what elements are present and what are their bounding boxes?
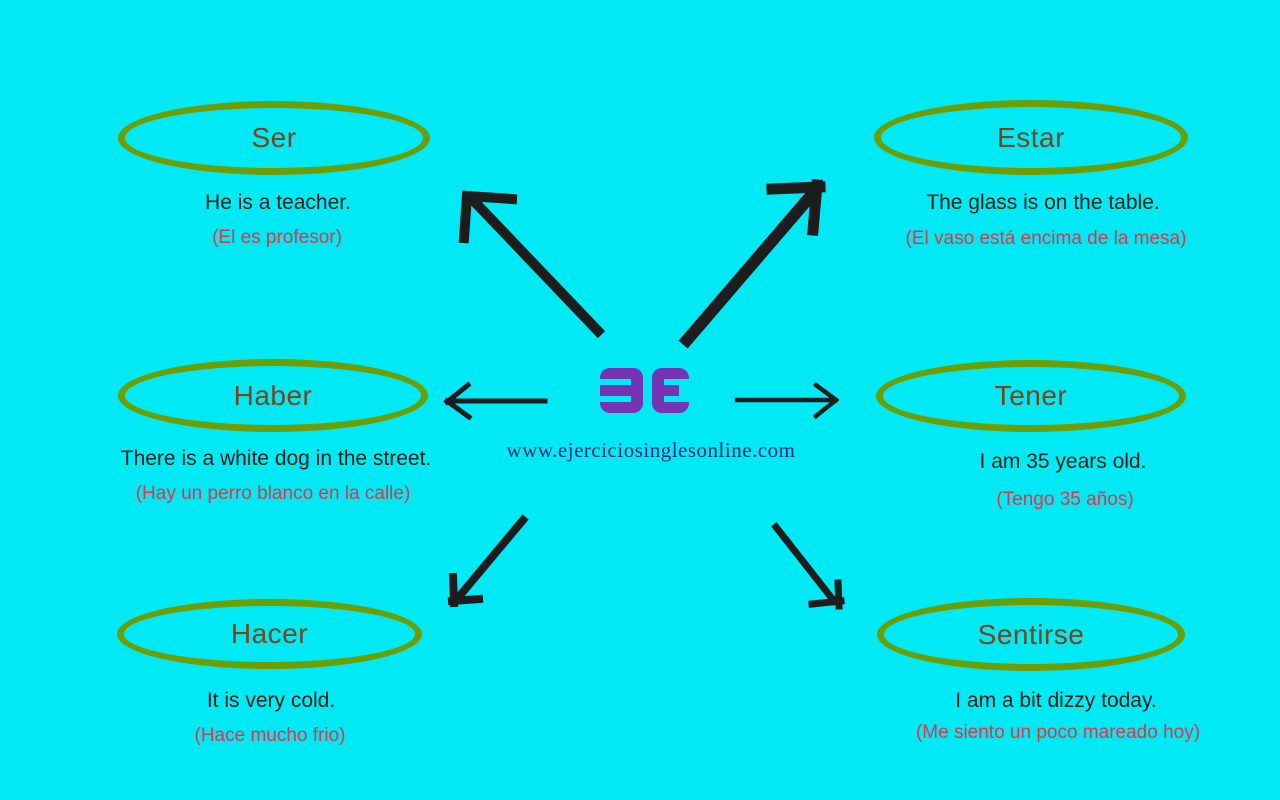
arrow-left-icon (443, 381, 548, 421)
letter-b-shape (600, 368, 643, 413)
be-logo: BE (600, 368, 689, 413)
spanish-translation: (El es profesor) (212, 227, 342, 248)
verb-label: Haber (233, 379, 313, 411)
letter-e-shape (652, 368, 689, 413)
arrow-down-left-icon (447, 514, 529, 608)
english-example: The glass is on the table. (926, 191, 1160, 214)
haber-ellipse: Haber (118, 359, 428, 432)
english-example: He is a teacher. (205, 191, 351, 214)
english-example: I am 35 years old. (979, 450, 1147, 473)
spanish-translation: (Hace mucho frio) (194, 725, 346, 746)
arrow-up-left-icon (458, 190, 606, 339)
ser-ellipse: Ser (118, 101, 430, 175)
verb-label: Estar (997, 121, 1065, 153)
spanish-translation: (El vaso está encima de la mesa) (905, 228, 1187, 249)
verb-label: Sentirse (977, 618, 1085, 650)
spanish-translation: (Me siento un poco mareado hoy) (915, 722, 1201, 743)
arrow-down-right-icon (771, 522, 845, 610)
tener-ellipse: Tener (876, 360, 1186, 432)
spanish-translation: (Tengo 35 años) (996, 489, 1134, 510)
english-example: I am a bit dizzy today. (955, 689, 1157, 712)
sentirse-ellipse: Sentirse (877, 598, 1185, 671)
verb-label: Hacer (230, 618, 309, 649)
arrow-up-right-icon (678, 179, 826, 349)
verb-label: Tener (994, 380, 1068, 411)
website-url: www.ejerciciosinglesonline.com (506, 438, 796, 462)
estar-ellipse: Estar (874, 100, 1188, 175)
english-example: There is a white dog in the street. (120, 447, 432, 470)
english-example: It is very cold. (206, 689, 336, 712)
arrow-right-icon (734, 381, 840, 420)
spanish-translation: (Hay un perro blanco en la calle) (135, 483, 411, 504)
hacer-ellipse: Hacer (117, 599, 422, 669)
verb-label: Ser (251, 122, 297, 153)
